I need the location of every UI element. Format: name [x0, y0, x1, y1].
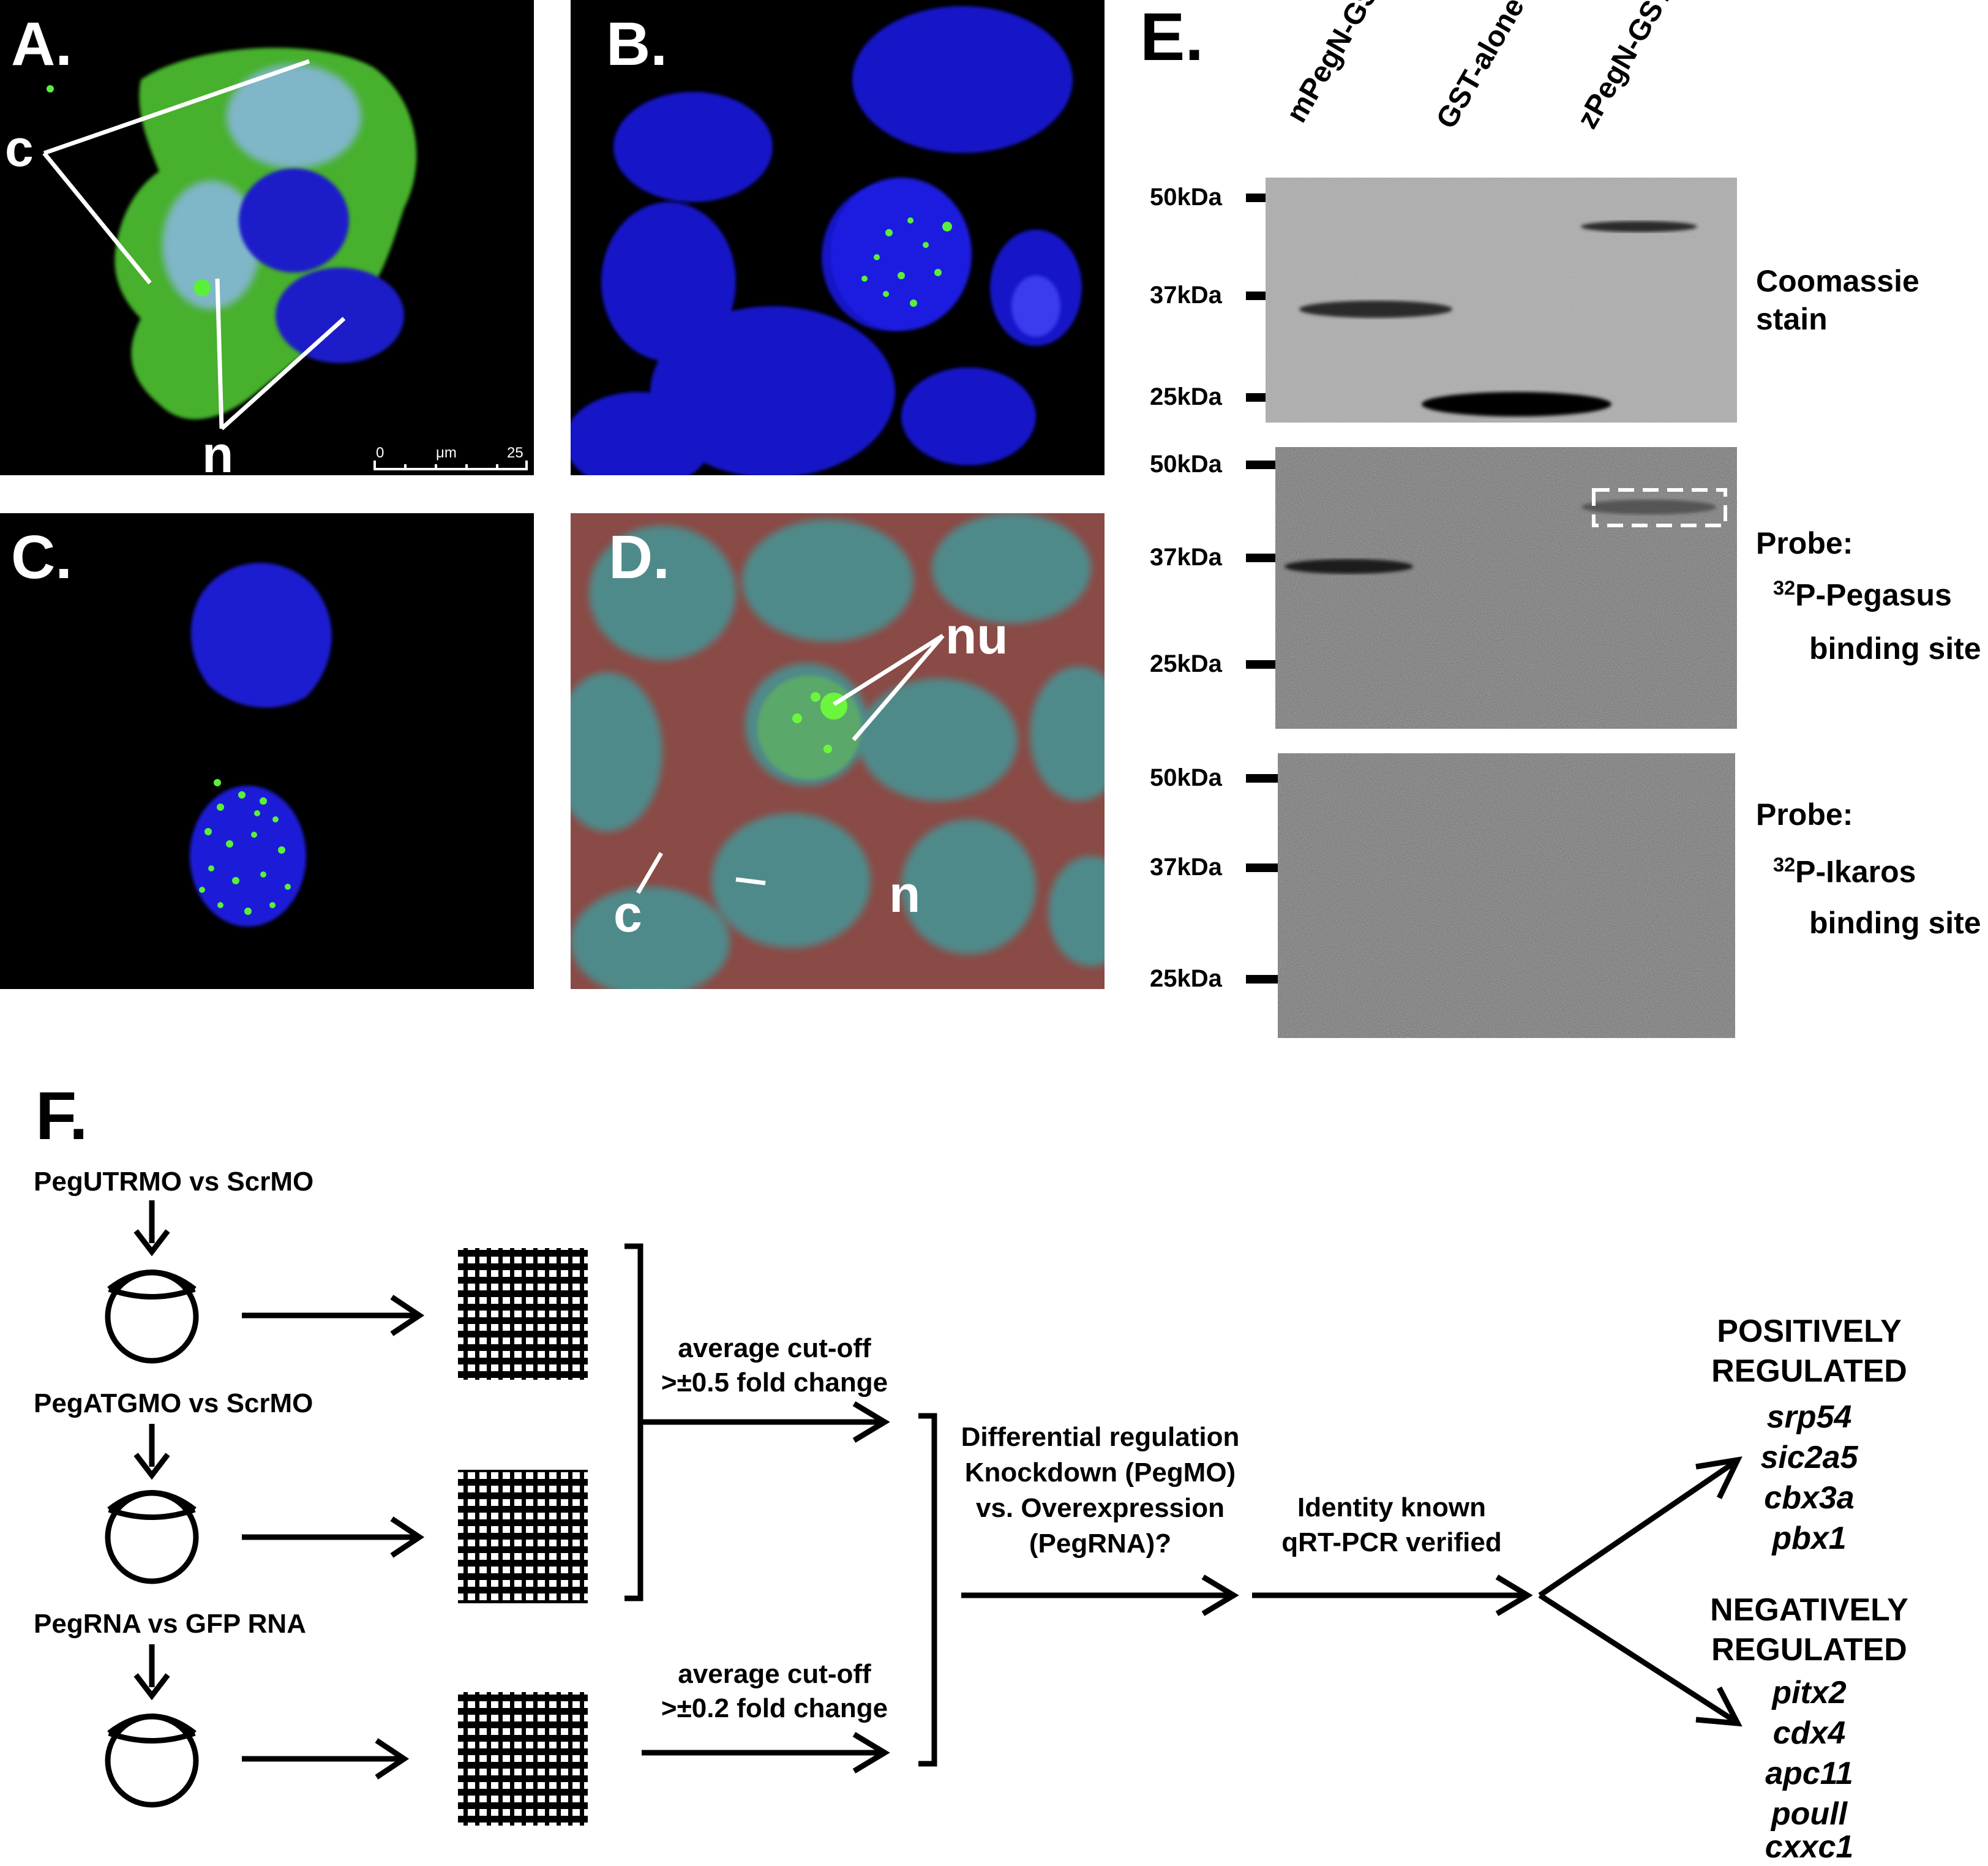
panel-c-label: C.: [11, 523, 72, 592]
scale-bar-unit: μm: [436, 445, 457, 461]
blot-ikaros-image: [1278, 753, 1735, 1038]
panel-a-cytoplasm-label: c: [5, 119, 34, 177]
gene-negative: cxxc1: [1765, 1829, 1854, 1865]
positive-title-line1: POSITIVELY: [1717, 1314, 1902, 1349]
pegasus-probe-site: binding site: [1809, 631, 1981, 666]
negative-title-line1: NEGATIVELY: [1710, 1592, 1908, 1628]
coomassie-label-line2: stain: [1756, 302, 1828, 336]
differential-question-line3: vs. Overexpression: [975, 1493, 1225, 1523]
positive-title-line2: REGULATED: [1711, 1353, 1907, 1389]
lane-label-gst-alone: GST-alone: [1430, 0, 1531, 135]
panel-d-cytoplasm-label: c: [613, 885, 642, 942]
panel-d: D. nu c n: [571, 513, 1105, 989]
panel-d-micrograph: [571, 513, 1105, 989]
blot-pegasus-image: [1275, 447, 1737, 729]
condition-peg-atg-mo: PegATGMO vs ScrMO: [34, 1388, 313, 1418]
marker-25kda-blot3: 25kDa: [1150, 965, 1222, 992]
differential-question-line2: Knockdown (PegMO): [964, 1458, 1236, 1488]
cutoff-02-line2: >±0.2 fold change: [661, 1693, 888, 1723]
cutoff-05-line2: >±0.5 fold change: [661, 1368, 888, 1398]
marker-37kda-blot1: 37kDa: [1150, 282, 1222, 309]
gene-positive: pbx1: [1772, 1521, 1847, 1556]
panel-d-label: D.: [609, 523, 670, 592]
panel-b: B.: [571, 0, 1105, 475]
gene-negative: poull: [1771, 1796, 1848, 1832]
ikaros-probe-name: 32P-Ikaros: [1773, 854, 1916, 889]
scale-bar-min: 0: [376, 445, 384, 461]
ikaros-probe-label: Probe:: [1756, 797, 1853, 832]
marker-50kda-blot1: 50kDa: [1150, 184, 1222, 211]
panel-a-micrograph: [42, 47, 528, 470]
scale-bar-max: 25: [507, 445, 523, 461]
ikaros-probe-site: binding site: [1809, 906, 1981, 940]
panel-e-label: E.: [1140, 0, 1204, 75]
differential-question-line1: Differential regulation: [961, 1422, 1240, 1452]
panel-c-micrograph: [190, 563, 332, 927]
panel-a: A. c n 0 μm 25: [0, 0, 534, 475]
marker-37kda-blot3: 37kDa: [1150, 854, 1222, 881]
panel-d-nucleolus-label: nu: [945, 607, 1008, 664]
gene-positive: sic2a5: [1760, 1440, 1858, 1475]
pegasus-probe-label: Probe:: [1756, 526, 1853, 560]
gene-negative: pitx2: [1772, 1675, 1847, 1710]
lane-label-zpegn-gst: zPegN-GST: [1570, 0, 1679, 134]
pegasus-probe-name: 32P-Pegasus: [1773, 577, 1952, 612]
panel-f-label: F.: [36, 1078, 88, 1154]
verified-line1: Identity known: [1297, 1492, 1486, 1522]
panel-c: C.: [0, 513, 534, 989]
lane-label-mpegn-gst: mPegN-GST: [1280, 0, 1394, 128]
marker-50kda-blot2: 50kDa: [1150, 451, 1222, 478]
marker-37kda-blot2: 37kDa: [1150, 544, 1222, 571]
negative-title-line2: REGULATED: [1711, 1632, 1907, 1668]
panel-d-nucleus-label: n: [889, 865, 921, 923]
coomassie-label-line1: Coomassie: [1756, 264, 1919, 298]
gene-negative: apc11: [1765, 1756, 1853, 1791]
panel-a-label: A.: [11, 10, 72, 78]
blot-coomassie-image: [1266, 178, 1737, 423]
marker-25kda-blot2: 25kDa: [1150, 650, 1222, 677]
panel-b-label: B.: [606, 10, 667, 78]
gene-positive: srp54: [1766, 1399, 1852, 1435]
blot-pegasus-probe: [1275, 447, 1737, 729]
condition-peg-utr-mo: PegUTRMO vs ScrMO: [34, 1167, 314, 1197]
cutoff-05-line1: average cut-off: [678, 1333, 871, 1363]
differential-question-line4: (PegRNA)?: [1029, 1529, 1172, 1559]
marker-25kda-blot1: 25kDa: [1150, 383, 1222, 410]
panel-b-micrograph: [571, 6, 1082, 475]
panel-a-nucleus-label: n: [202, 426, 234, 475]
verified-line2: qRT-PCR verified: [1281, 1527, 1502, 1557]
gene-positive: cbx3a: [1764, 1480, 1855, 1516]
blot-coomassie: [1266, 178, 1737, 423]
marker-50kda-blot3: 50kDa: [1150, 764, 1222, 791]
condition-peg-rna: PegRNA vs GFP RNA: [34, 1609, 306, 1639]
cutoff-02-line1: average cut-off: [678, 1659, 871, 1689]
blot-ikaros-probe: [1278, 753, 1735, 1038]
gene-negative: cdx4: [1772, 1715, 1846, 1751]
